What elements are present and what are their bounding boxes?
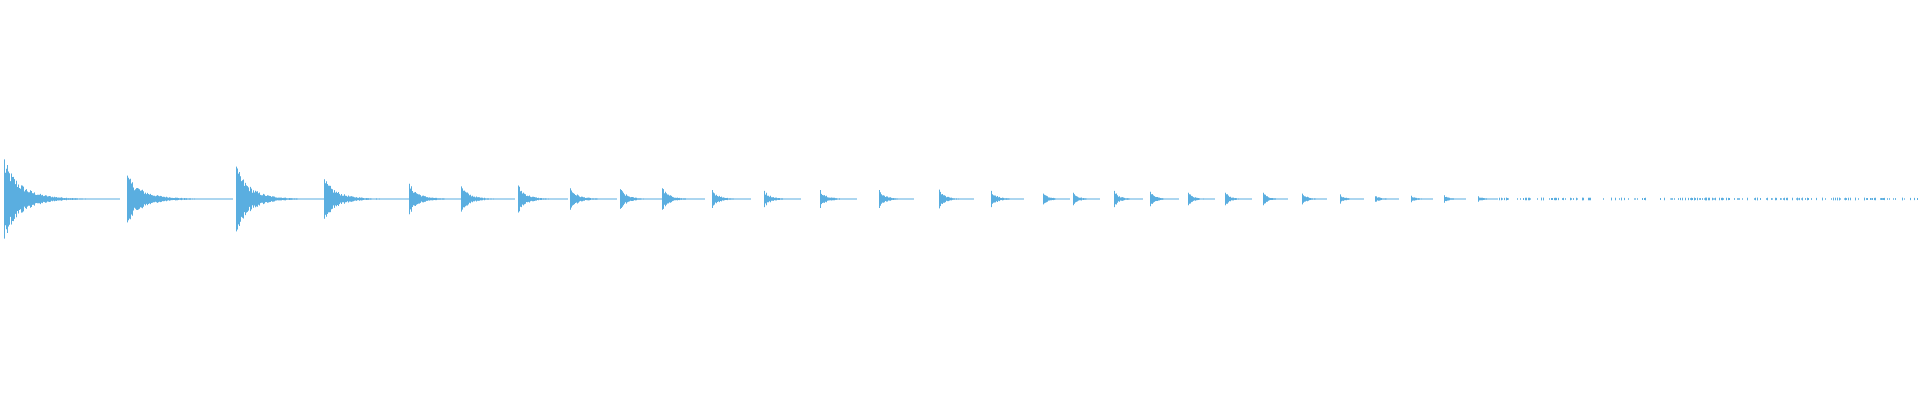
waveform-trace: [4, 159, 1918, 239]
